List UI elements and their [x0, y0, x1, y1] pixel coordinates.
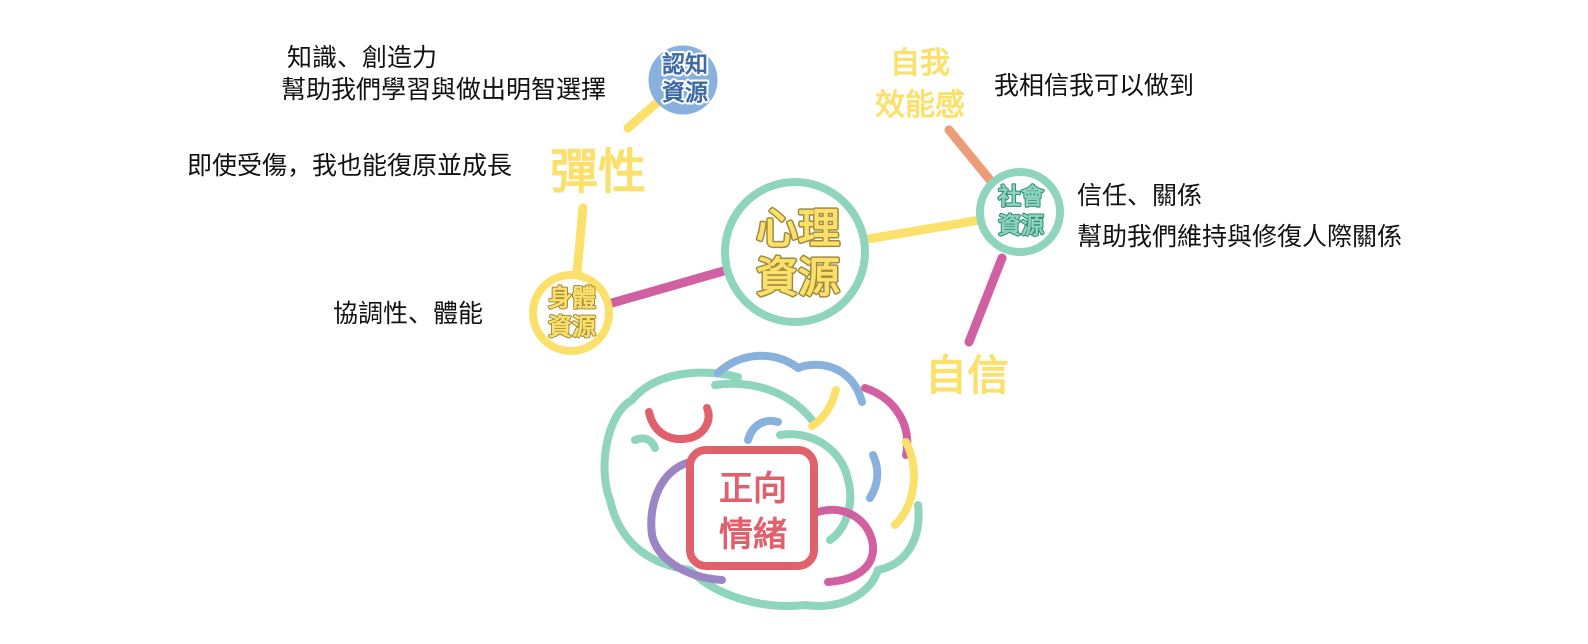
connector-physical-center: [607, 265, 732, 308]
cognitive-node-circle: [648, 45, 718, 115]
brain-fold-yellow-right: [891, 438, 918, 529]
connector-efficacy-social: [944, 125, 995, 185]
social-node-label-line2: 資源: [998, 212, 1044, 239]
brain-outline-pink: [861, 384, 912, 459]
efficacy-label-line2: 效能感: [875, 88, 965, 123]
social-node-circle: [976, 168, 1064, 256]
brain-fold-red: [645, 404, 713, 443]
emotion-label-line1: 正向: [719, 469, 787, 509]
emotion-box: [686, 446, 818, 570]
cognitive-desc-line1: 知識、創造力: [287, 43, 437, 72]
brain-fold-pink-bottom: [814, 505, 878, 586]
brain-outline-blue: [714, 351, 866, 406]
connector-social-confidence: [964, 253, 1007, 347]
brain-illustration: [600, 351, 923, 610]
brain-fold-purple: [647, 458, 726, 584]
social-desc-line2: 幫助我們維持與修復人際關係: [1077, 222, 1402, 251]
efficacy-desc: 我相信我可以做到: [994, 71, 1194, 100]
emotion-label-line2: 情緒: [719, 515, 787, 555]
cognitive-desc-line2: 幫助我們學習與做出明智選擇: [281, 75, 606, 104]
connector-center-social: [863, 215, 985, 244]
connector-resilience-cognitive: [623, 95, 665, 133]
confidence-label: 自信: [925, 351, 1009, 400]
brain-fold-blue-right: [866, 451, 882, 502]
center-node-circle: [721, 178, 869, 326]
social-desc-line1: 信任、關係: [1077, 181, 1202, 210]
center-node-label-line2: 資源: [756, 253, 840, 302]
connector-lines: [572, 95, 1007, 347]
brain-fold-teal-inner: [631, 430, 855, 544]
brain-fold-blue-inner: [744, 417, 782, 444]
brain-fold-teal-top: [711, 379, 816, 424]
physical-node-label-line1: 身體: [548, 284, 596, 312]
physical-node-label-line2: 資源: [548, 313, 596, 341]
social-node-label-line1: 社會: [998, 183, 1045, 210]
resilience-label: 彈性: [550, 144, 646, 200]
resilience-desc: 即使受傷，我也能復原並成長: [187, 151, 512, 180]
physical-desc: 協調性、體能: [333, 299, 483, 328]
physical-node-circle: [529, 271, 613, 355]
center-node-label-line1: 心理: [756, 204, 840, 253]
connector-resilience-physical: [572, 203, 588, 277]
cognitive-node-label-line2: 資源: [662, 79, 708, 106]
cognitive-node-label-line1: 認知: [662, 51, 708, 78]
efficacy-label-line1: 自我: [890, 46, 950, 81]
brain-fold-yellow-top: [808, 386, 840, 430]
